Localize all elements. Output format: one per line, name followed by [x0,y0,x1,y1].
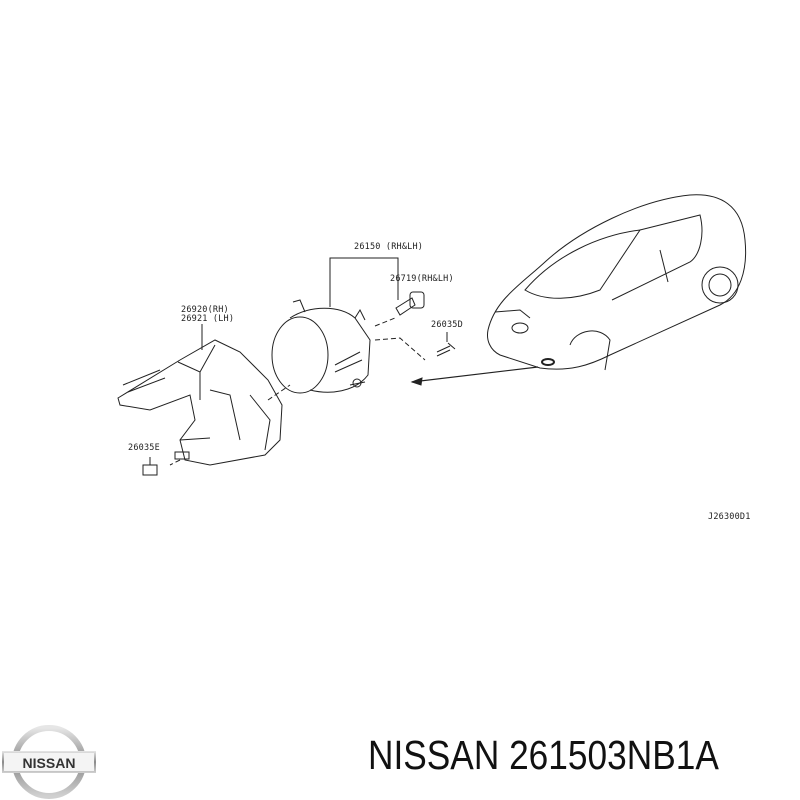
leader-26150 [329,257,399,307]
label-bracket-lh: 26921 (LH) [181,314,235,324]
location-arrow [411,366,539,383]
bracket-illustration [117,339,283,466]
part-title: NISSAN 261503NB1A [368,732,719,778]
clip-26035e-illustration [142,464,158,476]
fog-lamp-illustration [271,299,371,394]
label-screw-e: 26035E [128,443,160,453]
label-bulb: 26719(RH&LH) [390,274,454,284]
nissan-logo: NISSAN [2,725,96,799]
label-fog-lamp: 26150 (RH&LH) [354,242,424,252]
screw-26035d-illustration [436,342,456,357]
diagram-code: J26300D1 [708,512,751,522]
bulb-illustration [395,291,425,316]
car-illustration [487,194,747,371]
label-bracket-rh: 26920(RH) [181,305,229,315]
svg-text:NISSAN: NISSAN [23,755,76,771]
label-screw-d: 26035D [431,320,463,330]
